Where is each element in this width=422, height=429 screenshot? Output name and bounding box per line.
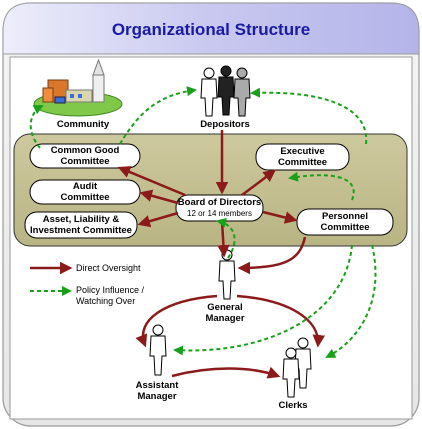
executive-line2: Committee — [277, 157, 328, 168]
executive-committee: Executive Committee — [256, 144, 349, 170]
depositors-icon — [200, 65, 251, 117]
audit-committee: Audit Committee — [30, 180, 140, 204]
page-title: Organizational Structure — [111, 20, 311, 39]
legend-direct-label: Direct Oversight — [76, 263, 141, 273]
depositors-label: Depositors — [200, 119, 250, 130]
arrow-assistant-to-clerks — [171, 366, 281, 379]
common-good-line1: Common Good — [50, 145, 120, 156]
common-good-committee-box — [29, 143, 141, 169]
arrow-board-to-executive — [241, 169, 276, 196]
asset-liability-committee-box — [24, 211, 138, 239]
arrow-personnel-to-gm — [237, 236, 307, 275]
executive-committee-box — [255, 143, 350, 171]
audit-line1: Audit — [72, 181, 98, 192]
am-line1: Assistant — [135, 380, 179, 391]
personnel-line1: Personnel — [322, 211, 368, 222]
arrow-committee-to-depositors — [119, 86, 197, 145]
alic-line1: Asset, Liability & — [42, 214, 120, 225]
arrow-gm-to-assistant — [135, 294, 218, 348]
board-line1: Board of Directors — [177, 197, 262, 208]
arrow-executive-to-depositors — [250, 87, 368, 145]
board-of-directors: Board of Directors 12 or 14 members — [176, 195, 263, 221]
arrow-board-to-alic — [137, 211, 179, 228]
community-label: Community — [56, 119, 110, 130]
gm-line2: Manager — [205, 313, 245, 324]
asset-liability-committee: Asset, Liability & Investment Committee — [25, 212, 137, 238]
board-line2: 12 or 14 members — [187, 209, 252, 218]
personnel-committee: Personnel Committee — [297, 209, 393, 235]
assistant-manager-icon — [149, 324, 167, 376]
arrow-personnel-to-clerks — [325, 244, 377, 358]
executive-line1: Executive — [280, 146, 325, 157]
personnel-line2: Committee — [320, 222, 370, 233]
arrow-board-to-common-good — [117, 166, 186, 197]
assistant-manager-label: Assistant Manager — [122, 380, 192, 402]
arrow-personnel-to-assistant — [173, 244, 353, 356]
arrow-board-to-personnel — [262, 210, 298, 224]
arrow-gm-to-clerks — [236, 294, 326, 348]
legend-policy-label: Policy Influence / Watching Over — [76, 285, 144, 307]
clerks-label: Clerks — [278, 400, 308, 411]
title-band — [2, 2, 420, 55]
arrow-committee-to-community — [29, 105, 44, 149]
general-manager-label: General Manager — [190, 302, 260, 324]
audit-line2: Committee — [60, 192, 110, 203]
arrow-gm-to-board — [216, 217, 236, 259]
common-good-committee: Common Good Committee — [30, 144, 140, 168]
alic-line2: Investment Committee — [30, 225, 132, 236]
arrow-board-to-audit — [139, 189, 179, 205]
am-line2: Manager — [137, 391, 177, 402]
gm-line1: General — [207, 302, 243, 313]
legend-policy-line1: Policy Influence / — [76, 285, 145, 295]
common-good-line2: Committee — [60, 156, 110, 167]
legend-policy-line2: Watching Over — [76, 296, 136, 306]
clerks-icon — [282, 337, 312, 398]
arrow-personnel-to-executive — [288, 171, 355, 201]
community-icon — [33, 58, 123, 117]
